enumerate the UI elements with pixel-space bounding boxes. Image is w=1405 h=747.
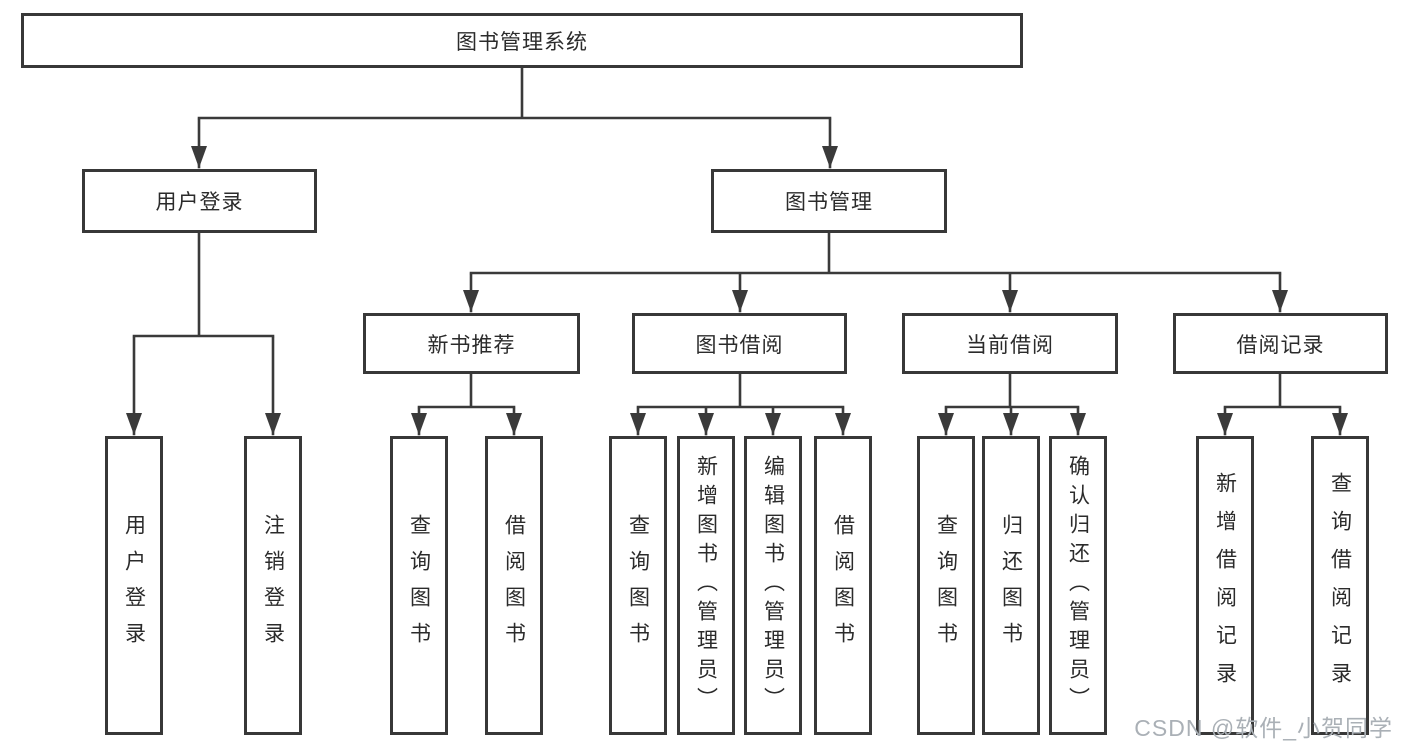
node-root-label: 图书管理系统 [456,30,588,54]
leaf-label: 注销登录 [261,513,285,658]
leaf-add-borrow-record: 新增借阅记录 [1196,436,1254,735]
leaf-label: 借阅图书 [502,513,526,658]
node-new-book-recommend: 新书推荐 [363,313,580,374]
leaf-label: 借阅图书 [831,513,855,658]
leaf-label: 编辑图书（管理员） [761,455,785,716]
connector-book-management-to-level3 [463,231,1288,313]
leaf-label: 查询图书 [934,513,958,658]
leaf-edit-books-admin: 编辑图书（管理员） [744,436,802,735]
leaf-label: 查询借阅记录 [1328,471,1352,700]
leaf-label: 新增图书（管理员） [694,455,718,716]
leaf-logout: 注销登录 [244,436,302,735]
leaf-query-books-recommend: 查询图书 [390,436,448,735]
leaf-query-borrow-record: 查询借阅记录 [1311,436,1369,735]
leaf-confirm-return-admin: 确认归还（管理员） [1049,436,1107,735]
connector-current-borrowing-to-leaves [938,372,1086,436]
node-book-management: 图书管理 [711,169,947,233]
connector-user-login-to-leaves [126,231,281,436]
leaf-label: 确认归还（管理员） [1066,455,1090,716]
node-root: 图书管理系统 [21,13,1023,68]
leaf-label: 用户登录 [122,513,146,658]
node-book-management-label: 图书管理 [785,191,873,214]
connector-book-borrowing-to-leaves [630,372,851,436]
leaf-query-books-current: 查询图书 [917,436,975,735]
leaf-label: 查询图书 [407,513,431,658]
leaf-return-books: 归还图书 [982,436,1040,735]
node-user-login-label: 用户登录 [155,191,244,214]
connector-root-to-level2 [191,65,838,169]
node-current-borrowing: 当前借阅 [902,313,1118,374]
node-book-borrowing-label: 图书借阅 [695,333,784,357]
node-book-borrowing: 图书借阅 [632,313,847,374]
connector-borrowing-records-to-leaves [1217,372,1348,436]
leaf-label: 查询图书 [626,513,650,658]
node-user-login: 用户登录 [82,169,317,233]
leaf-borrow-books-recommend: 借阅图书 [485,436,543,735]
leaf-add-books-admin: 新增图书（管理员） [677,436,735,735]
leaf-label: 归还图书 [999,513,1023,658]
leaf-borrow-books: 借阅图书 [814,436,872,735]
leaf-label: 新增借阅记录 [1213,471,1237,700]
node-current-borrowing-label: 当前借阅 [966,333,1054,357]
node-borrowing-records-label: 借阅记录 [1236,333,1325,357]
leaf-user-login: 用户登录 [105,436,163,735]
node-borrowing-records: 借阅记录 [1173,313,1388,374]
connector-new-book-recommend-to-leaves [411,372,522,436]
node-new-book-recommend-label: 新书推荐 [427,333,516,357]
leaf-query-books-borrowing: 查询图书 [609,436,667,735]
csdn-watermark: CSDN @软件_小贺同学 [1134,715,1393,741]
